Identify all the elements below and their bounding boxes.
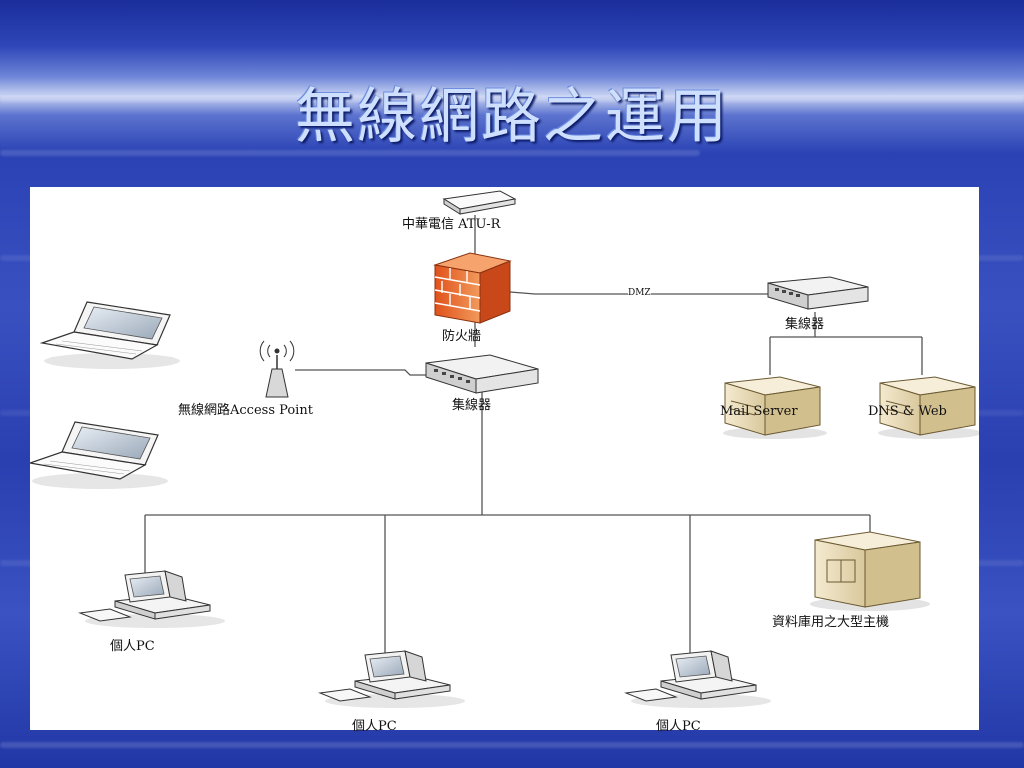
link-ap-hub [295,369,430,376]
background-streak [0,150,700,156]
label-pc-right: 個人PC [656,719,701,734]
label-firewall: 防火牆 [442,329,482,344]
label-access-point: 無線網路Access Point [178,403,313,418]
connections [144,215,923,655]
hub-dmz-icon [767,276,869,310]
label-atu-r: 中華電信 ATU-R [402,217,501,232]
database-server-icon [810,531,930,611]
hub-main-icon [425,354,539,394]
label-hub-dmz: 集線器 [785,317,825,332]
pc-icon [318,650,465,708]
link-dmz [509,291,770,295]
firewall-icon [433,252,512,324]
network-diagram: 中華電信 ATU-R 防火牆 DMZ 集線器 集線器 無線網路Access Po… [30,187,979,734]
background-streak [0,742,1024,748]
dns-server-icon [878,376,979,439]
slide-title: 無線網路之運用 [295,82,729,152]
label-hub-main: 集線器 [452,398,492,413]
mail-server-icon [723,376,827,439]
pc-icon [78,570,225,628]
pc-icon [624,650,771,708]
access-point-icon [259,340,295,398]
label-pc-left: 個人PC [110,639,155,654]
label-database: 資料庫用之大型主機 [772,615,890,630]
laptop-icon [30,421,168,489]
diagram-canvas [30,190,979,708]
atu-r-modem-icon [442,190,517,215]
laptop-icon [39,301,180,369]
label-mail-server: Mail Server [720,404,798,419]
background-streak [0,96,1024,102]
label-dns-web: DNS & Web [868,404,947,419]
label-dmz: DMZ [628,288,651,298]
label-pc-mid: 個人PC [352,719,397,734]
